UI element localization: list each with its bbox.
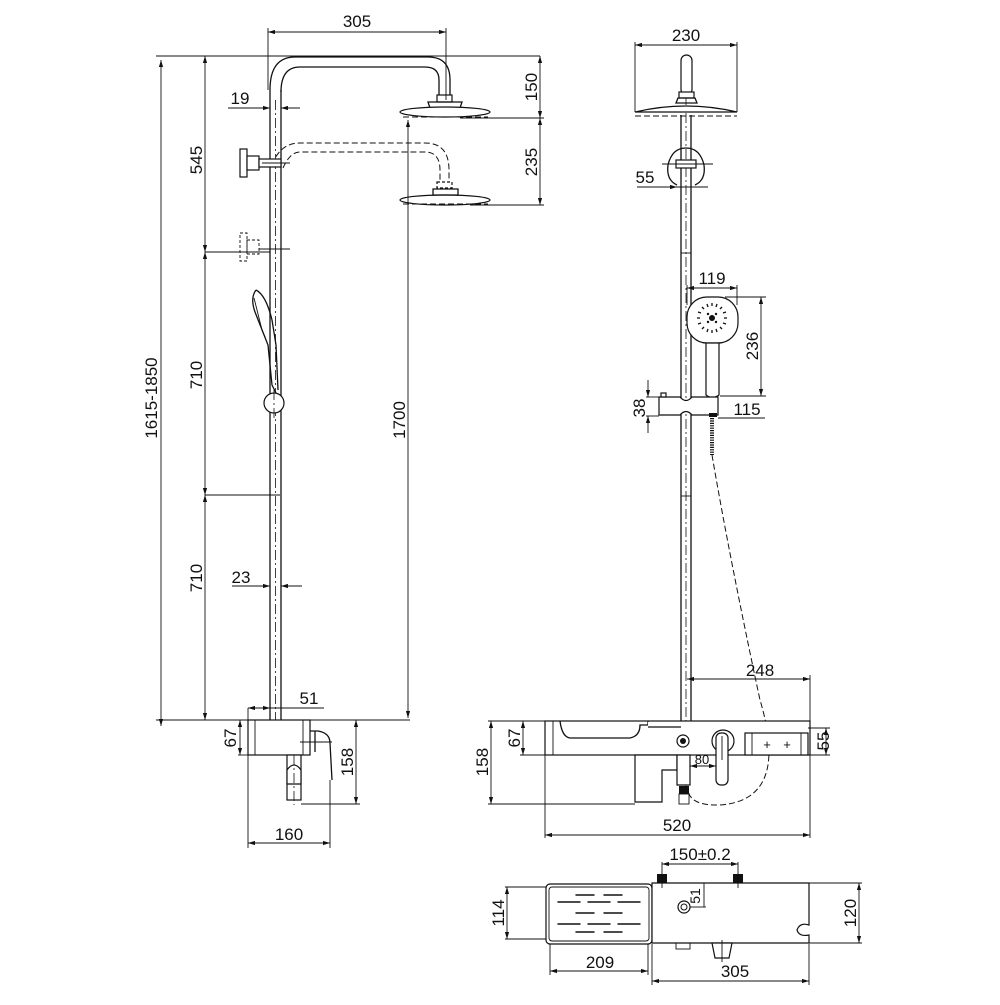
- dim-outlet-offset: 80: [689, 752, 716, 770]
- svg-text:67: 67: [505, 729, 524, 748]
- svg-text:710: 710: [187, 564, 206, 592]
- svg-text:160: 160: [275, 825, 303, 844]
- front-rail: [680, 95, 692, 790]
- dim-holder-height: 38: [630, 380, 659, 433]
- hand-shower-front: [686, 296, 739, 399]
- dim-arm-reach: 305: [267, 12, 447, 100]
- rain-shower-head-front: [634, 54, 738, 117]
- mixer-front: + +: [544, 720, 811, 805]
- svg-text:158: 158: [473, 748, 492, 776]
- svg-text:55: 55: [636, 168, 655, 187]
- svg-text:51: 51: [300, 689, 319, 708]
- svg-text:67: 67: [221, 729, 240, 748]
- mixer-body-top: [651, 874, 810, 962]
- dim-body-width: 305: [651, 944, 810, 985]
- dim-body-depth: 120: [809, 882, 862, 944]
- front-view: 230 55: [473, 26, 833, 838]
- svg-text:235: 235: [522, 148, 541, 176]
- dim-head-height: 1700: [390, 120, 411, 718]
- svg-text:545: 545: [187, 146, 206, 174]
- svg-text:150±0.2: 150±0.2: [669, 845, 730, 864]
- dim-holder-reach: 115: [718, 400, 765, 419]
- dim-pipe-top: 19: [228, 89, 300, 111]
- svg-text:51: 51: [687, 888, 703, 904]
- svg-text:248: 248: [746, 661, 774, 680]
- svg-text:19: 19: [231, 89, 250, 108]
- rain-shower-head-top: [399, 94, 491, 118]
- svg-text:209: 209: [586, 953, 614, 972]
- dim-rail-sections: 545 710 710: [187, 56, 208, 720]
- soap-tray: [545, 883, 653, 945]
- svg-text:115: 115: [733, 400, 760, 419]
- dim-overall-height: 1615-1850: [142, 60, 164, 726]
- dim-mixer-body-height-side: 67: [221, 720, 248, 756]
- wall-bracket-front: [662, 147, 713, 186]
- alt-arm-position: [271, 142, 491, 206]
- svg-text:305: 305: [721, 962, 749, 981]
- top-view: 150±0.2 51 114 209 305: [489, 845, 862, 985]
- svg-text:+: +: [783, 737, 791, 752]
- mixer-side: [247, 719, 333, 805]
- wall-bracket-upper: [239, 148, 290, 178]
- svg-text:710: 710: [187, 361, 206, 389]
- dim-shelf-height: 55: [808, 727, 833, 756]
- svg-text:1615-1850: 1615-1850: [142, 357, 161, 438]
- dim-handshower-length: 236: [720, 296, 766, 397]
- wall-bracket-lower: [205, 232, 290, 262]
- dim-tray-depth: 114: [489, 886, 546, 940]
- svg-text:520: 520: [663, 816, 691, 835]
- svg-text:119: 119: [698, 269, 725, 288]
- hand-shower-side: [252, 289, 285, 420]
- dim-overall-width: 520: [544, 755, 810, 838]
- svg-text:+: +: [763, 737, 771, 752]
- dim-mixer-body-height-front: 67: [505, 720, 545, 756]
- dim-head-drops: 150 235: [460, 56, 544, 206]
- svg-text:23: 23: [232, 568, 251, 587]
- svg-text:120: 120: [841, 899, 860, 927]
- svg-text:150: 150: [522, 73, 541, 101]
- svg-text:236: 236: [743, 332, 762, 360]
- svg-text:114: 114: [489, 899, 508, 926]
- side-view: 305 19 150 235 545 710 710: [142, 12, 544, 848]
- dim-tray-width: 209: [549, 944, 649, 975]
- svg-text:1700: 1700: [390, 401, 409, 439]
- dim-inlet-centers: 150±0.2: [661, 845, 739, 888]
- svg-text:38: 38: [630, 399, 649, 418]
- svg-text:305: 305: [343, 12, 371, 31]
- dim-inlet-offset: 51: [687, 883, 706, 908]
- dim-mixer-total-height-side: 158: [301, 720, 360, 805]
- dim-pipe-bottom: 23: [232, 568, 302, 589]
- dim-head-diameter: 230: [634, 26, 738, 112]
- slide-holder: [658, 392, 719, 417]
- svg-text:158: 158: [338, 748, 357, 776]
- dim-mixer-total-height-front: 158: [473, 720, 635, 805]
- dim-mixer-offset: 51: [247, 689, 324, 720]
- dim-handshower-width: 119: [686, 269, 738, 305]
- dim-mixer-depth: 160: [247, 755, 331, 848]
- svg-text:80: 80: [695, 752, 709, 767]
- dim-shelf-offset: 248: [687, 661, 811, 838]
- svg-text:230: 230: [672, 26, 700, 45]
- dim-bracket-diameter: 55: [636, 168, 708, 190]
- riser-pipe: [269, 56, 451, 740]
- svg-text:55: 55: [814, 732, 833, 751]
